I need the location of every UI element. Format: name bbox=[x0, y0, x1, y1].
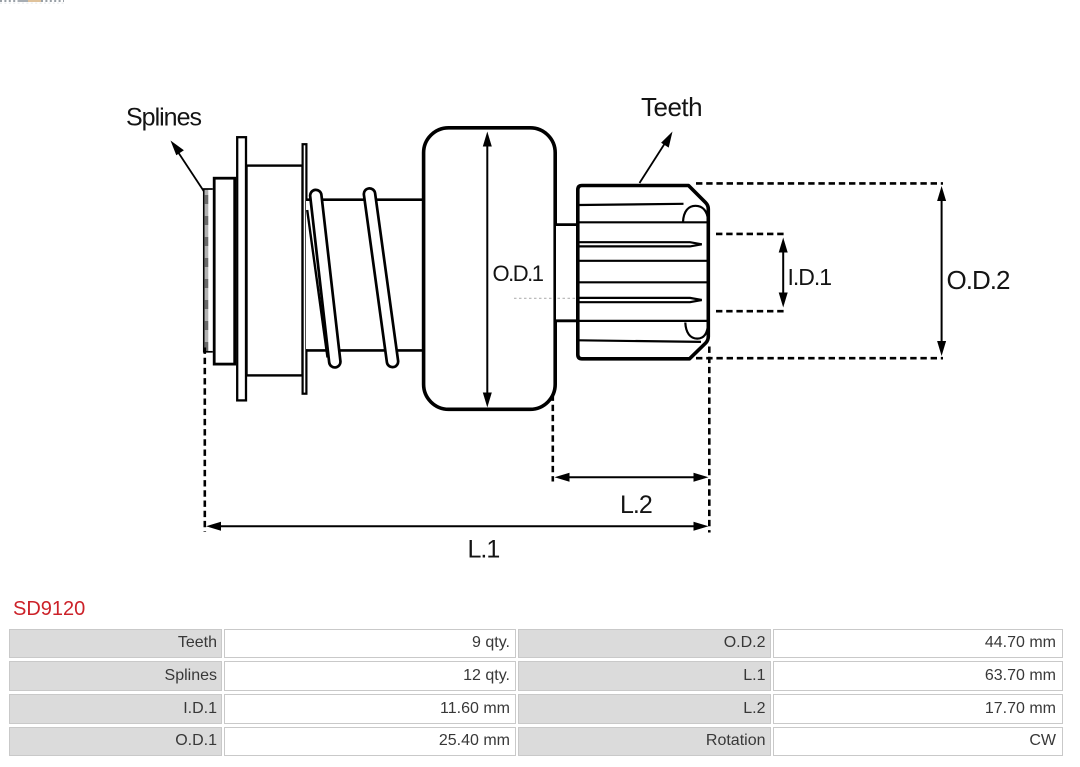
svg-text:O.D.2: O.D.2 bbox=[947, 265, 1010, 295]
svg-text:Splines: Splines bbox=[126, 104, 201, 132]
svg-text:L.1: L.1 bbox=[468, 536, 500, 564]
svg-text:L.2: L.2 bbox=[620, 491, 652, 519]
svg-text:O.D.1: O.D.1 bbox=[493, 261, 544, 286]
svg-text:I.D.1: I.D.1 bbox=[788, 264, 832, 290]
svg-text:Teeth: Teeth bbox=[641, 92, 702, 122]
